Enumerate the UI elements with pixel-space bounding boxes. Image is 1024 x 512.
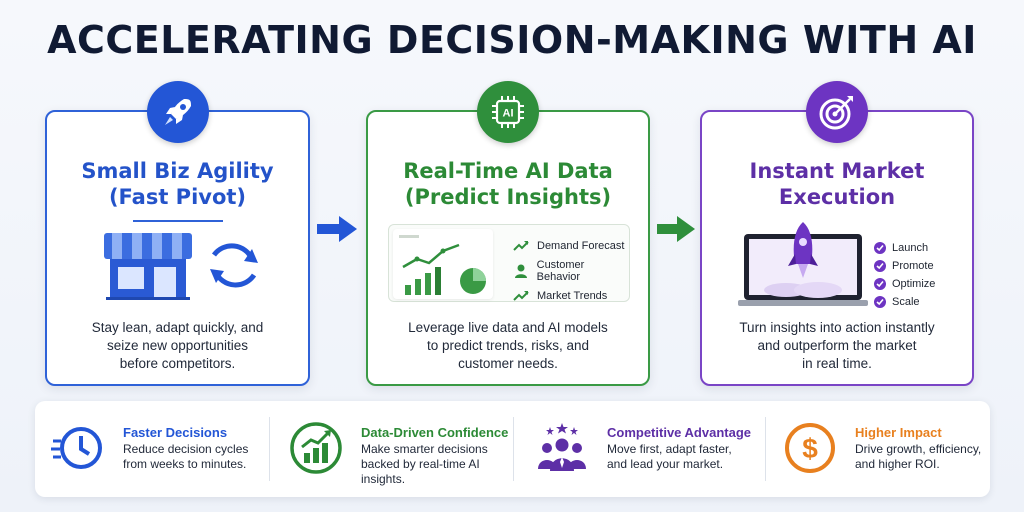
benefit-desc-line: insights. (361, 472, 406, 486)
insight-label: Customer Behavior (536, 258, 585, 283)
benefit-desc-line: Make smarter decisions (361, 442, 488, 456)
card-small-biz-agility: Small Biz Agility (Fast Pivot) Stay lean… (45, 81, 310, 386)
divider (269, 417, 270, 481)
checklist-item: Scale (874, 293, 935, 311)
insight-row: Demand Forecast (511, 233, 629, 258)
target-icon (806, 81, 868, 143)
card-desc-line: seize new opportunities (106, 338, 249, 353)
card-desc-line: Turn insights into action instantly (739, 320, 935, 335)
check-icon (874, 242, 886, 254)
refresh-icon (210, 243, 258, 288)
insight-label: Market Trends (537, 289, 608, 302)
benefit-data-driven-confidence: Data-Driven Confidence Make smarter deci… (281, 401, 516, 497)
card-desc-line: before competitors. (119, 356, 236, 371)
checklist-label: Launch (892, 242, 929, 254)
benefit-title: Competitive Advantage (607, 425, 751, 440)
checklist-item: Optimize (874, 275, 935, 293)
benefit-desc-line: and lead your market. (607, 457, 724, 471)
check-icon (874, 260, 886, 272)
trend-up-icon (511, 290, 531, 302)
benefit-desc-line: and higher ROI. (855, 457, 940, 471)
checklist-item: Launch (874, 239, 935, 257)
card-desc-line: Stay lean, adapt quickly, and (91, 320, 264, 335)
benefit-desc-line: from weeks to minutes. (123, 457, 247, 471)
card-real-time-ai-data: AI Real-Time AI Data (Predict Insights) (366, 81, 650, 386)
divider (765, 417, 766, 481)
benefit-faster-decisions: Faster Decisions Reduce decision cycles … (43, 401, 268, 497)
rocket-icon (146, 81, 209, 143)
card-title-line1: Small Biz Agility (81, 159, 274, 183)
trend-up-icon (511, 240, 531, 252)
arrow-right-icon (317, 216, 357, 242)
benefits-bar: Faster Decisions Reduce decision cycles … (35, 401, 990, 497)
benefit-higher-impact: $ Higher Impact Drive growth, efficiency… (775, 401, 985, 497)
svg-text:$: $ (802, 433, 818, 464)
check-icon (874, 296, 886, 308)
laptop-rocket-icon (738, 222, 868, 306)
card-desc-line: Leverage live data and AI models (408, 320, 608, 335)
card-title-line2: Execution (778, 185, 896, 209)
checklist-label: Optimize (892, 278, 936, 290)
divider (513, 417, 514, 481)
page-title: ACCELERATING DECISION-MAKING WITH AI (47, 18, 977, 62)
benefit-competitive-advantage: Competitive Advantage Move first, adapt … (527, 401, 762, 497)
insights-panel: Demand Forecast Customer Behavior Market… (388, 224, 630, 302)
card-desc-line: in real time. (802, 356, 872, 371)
person-icon (511, 264, 531, 278)
insight-row: Market Trends (511, 283, 629, 308)
card-title-line2: (Predict Insights) (404, 185, 612, 209)
checklist-item: Promote (874, 257, 935, 275)
benefit-desc-line: Reduce decision cycles (123, 442, 249, 456)
ai-badge-text: AI (503, 108, 514, 120)
benefit-desc-line: Drive growth, efficiency, (855, 442, 982, 456)
card-instant-market-execution: Instant Market Execution Launch Promote … (700, 81, 974, 386)
clock-icon (51, 427, 102, 469)
benefit-title: Data-Driven Confidence (361, 425, 509, 440)
checklist-label: Promote (892, 260, 934, 272)
team-stars-icon (538, 423, 586, 471)
storefront-icon (104, 233, 258, 300)
benefit-title: Higher Impact (855, 425, 942, 440)
title-divider (132, 220, 223, 222)
benefit-desc-line: Move first, adapt faster, (607, 442, 732, 456)
ai-brain-icon: AI (477, 81, 539, 143)
card-title-line1: Instant Market (749, 159, 925, 183)
benefit-title: Faster Decisions (123, 425, 228, 440)
card-title-line2: (Fast Pivot) (108, 185, 247, 209)
check-icon (874, 278, 886, 290)
growth-chart-icon (290, 422, 342, 474)
insight-row: Customer Behavior (511, 258, 629, 283)
insight-label: Demand Forecast (537, 239, 625, 252)
benefit-desc-line: backed by real-time AI (361, 457, 480, 471)
card-desc-line: and outperform the market (757, 338, 917, 353)
mini-dashboard (393, 229, 493, 299)
checklist-label: Scale (892, 296, 920, 308)
card-title-line1: Real-Time AI Data (403, 159, 613, 183)
card-desc-line: customer needs. (458, 356, 558, 371)
card-desc-line: to predict trends, risks, and (426, 338, 590, 353)
dollar-icon: $ (785, 423, 835, 473)
arrow-right-icon (657, 216, 695, 242)
